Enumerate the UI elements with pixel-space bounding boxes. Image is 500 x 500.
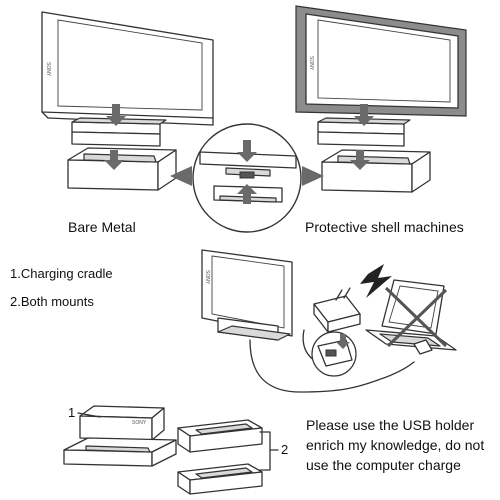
device-brand-logo-3: SONY bbox=[204, 270, 210, 285]
phone-protective-shell: SONY bbox=[295, 5, 467, 117]
callout-line-1 bbox=[77, 412, 101, 418]
charger-zoom bbox=[311, 331, 357, 377]
device-brand-logo-2: SONY bbox=[308, 56, 314, 71]
usb-wall-charger bbox=[313, 287, 361, 333]
phone-bare-metal: SONY bbox=[41, 11, 214, 126]
mount-pair bbox=[177, 419, 263, 495]
device-brand-logo-4: SONY bbox=[132, 420, 147, 426]
label-bare-metal: Bare Metal bbox=[68, 219, 136, 235]
callout-number-1: 1 bbox=[68, 405, 76, 420]
arrow-down-left-1 bbox=[106, 104, 126, 126]
arrow-down-right-1 bbox=[354, 104, 374, 126]
cradle-right bbox=[321, 149, 431, 193]
cradle-left bbox=[67, 147, 177, 191]
callout-bracket-2 bbox=[259, 431, 279, 471]
arrow-down-right-2 bbox=[350, 150, 370, 170]
zoom-detail bbox=[192, 123, 302, 233]
list-item-charging-cradle: 1.Charging cradle bbox=[10, 266, 113, 281]
arrow-down-left-2 bbox=[104, 150, 124, 170]
pointer-left bbox=[170, 166, 192, 186]
lightning-bolt-icon bbox=[360, 264, 392, 298]
label-protective-shell: Protective shell machines bbox=[305, 219, 464, 235]
pointer-right bbox=[302, 166, 324, 186]
device-brand-logo: SONY bbox=[45, 62, 51, 77]
usb-instructions-note: Please use the USB holder enrich my know… bbox=[306, 417, 485, 473]
mount-right-upper bbox=[317, 117, 411, 147]
list-item-both-mounts: 2.Both mounts bbox=[10, 294, 94, 309]
callout-number-2: 2 bbox=[281, 442, 289, 457]
phone-on-cradle: SONY bbox=[201, 249, 293, 341]
cradle-standalone: SONY bbox=[63, 405, 177, 467]
usb-cable bbox=[249, 339, 415, 393]
laptop-crossed bbox=[365, 279, 457, 355]
